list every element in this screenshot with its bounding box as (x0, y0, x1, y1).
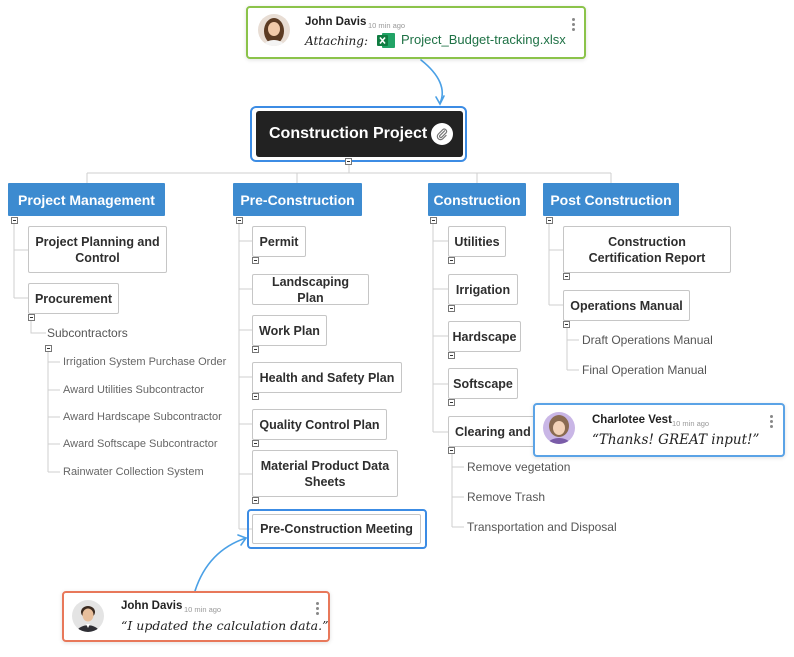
node-label: Permit (259, 234, 299, 249)
collapse-toggle-icon[interactable] (236, 217, 243, 224)
collapse-toggle-icon[interactable] (252, 497, 259, 504)
collapse-toggle-icon[interactable] (252, 393, 259, 400)
node-permit[interactable]: Permit (252, 226, 306, 257)
node-label: Softscape (453, 376, 513, 391)
subitem[interactable]: Draft Operations Manual (582, 333, 713, 347)
collapse-toggle-icon[interactable] (448, 257, 455, 264)
avatar (543, 412, 575, 444)
node-quality-control-plan[interactable]: Quality Control Plan (252, 409, 387, 440)
node-utilities[interactable]: Utilities (448, 226, 506, 257)
collapse-toggle-icon[interactable] (563, 321, 570, 328)
more-options-icon[interactable] (770, 415, 774, 430)
attachment-file-name[interactable]: Project_Budget-tracking.xlsx (401, 32, 566, 47)
collapse-toggle-icon[interactable] (448, 399, 455, 406)
root-selection-frame (250, 106, 467, 162)
more-options-icon[interactable] (572, 18, 576, 33)
node-label: Pre-Construction Meeting (260, 522, 413, 536)
node-project-planning[interactable]: Project Planning and Control (28, 226, 167, 273)
comment-author: John Davis (121, 600, 183, 612)
node-label: Material Product Data Sheets (260, 458, 390, 489)
collapse-toggle-icon[interactable] (252, 440, 259, 447)
subitem[interactable]: Final Operation Manual (582, 363, 707, 377)
collapse-toggle-icon[interactable] (45, 345, 52, 352)
node-subcontractors[interactable]: Subcontractors (47, 326, 128, 340)
subitem[interactable]: Rainwater Collection System (63, 466, 204, 478)
comment-time: 10 min ago (184, 605, 222, 614)
branch-title: Pre-Construction (240, 191, 355, 208)
comment-card-attachment[interactable]: John Davis 10 min ago Attaching: Project… (246, 6, 586, 59)
comment-card-john-bottom[interactable]: John Davis 10 min ago “I updated the cal… (62, 591, 330, 642)
branch-title: Construction (433, 191, 521, 208)
subitem[interactable]: Award Softscape Subcontractor (63, 438, 218, 450)
node-label: Operations Manual (570, 298, 683, 313)
collapse-toggle-icon[interactable] (345, 158, 352, 165)
excel-file-icon (377, 32, 395, 49)
subitem[interactable]: Irrigation System Purchase Order (63, 356, 227, 368)
node-label: Procurement (34, 291, 113, 306)
comment-time: 10 min ago (368, 21, 406, 30)
node-work-plan[interactable]: Work Plan (252, 315, 327, 346)
subitem[interactable]: Transportation and Disposal (467, 520, 617, 534)
more-options-icon[interactable] (316, 602, 320, 617)
branch-pre-construction[interactable]: Pre-Construction (233, 183, 362, 216)
node-landscaping-plan[interactable]: Landscaping Plan (252, 274, 369, 305)
node-label: Quality Control Plan (259, 417, 380, 432)
avatar (258, 14, 290, 46)
root-title: Construction Project (269, 125, 428, 142)
subitem[interactable]: Award Hardscape Subcontractor (63, 411, 222, 423)
collapse-toggle-icon[interactable] (448, 352, 455, 359)
collapse-toggle-icon[interactable] (448, 447, 455, 454)
node-operations-manual[interactable]: Operations Manual (563, 290, 690, 321)
node-softscape[interactable]: Softscape (448, 368, 518, 399)
avatar (72, 600, 104, 632)
subitem[interactable]: Award Utilities Subcontractor (63, 384, 205, 396)
collapse-toggle-icon[interactable] (448, 305, 455, 312)
collapse-toggle-icon[interactable] (546, 217, 553, 224)
node-label: Clearing and (455, 424, 531, 439)
node-irrigation[interactable]: Irrigation (448, 274, 518, 305)
comment-text: “I updated the calculation data.” (121, 618, 329, 633)
comment-time: 10 min ago (672, 419, 710, 428)
collapse-toggle-icon[interactable] (430, 217, 437, 224)
node-label: Project Planning and Control (35, 234, 160, 265)
node-label: Landscaping Plan (271, 274, 350, 305)
node-construction-certification[interactable]: Construction Certification Report (563, 226, 731, 273)
node-label: Hardscape (452, 329, 517, 344)
node-label: Construction Certification Report (588, 234, 706, 265)
collapse-toggle-icon[interactable] (252, 346, 259, 353)
node-label: Utilities (454, 234, 500, 249)
subitem[interactable]: Remove Trash (467, 490, 546, 504)
node-label: Work Plan (259, 323, 320, 338)
collapse-toggle-icon[interactable] (11, 217, 18, 224)
branch-post-construction[interactable]: Post Construction (543, 183, 679, 216)
node-pre-construction-meeting[interactable]: Pre-Construction Meeting (252, 514, 421, 544)
node-procurement[interactable]: Procurement (28, 283, 119, 314)
comment-card-charlotee[interactable]: Charlotee Vest 10 min ago “Thanks! GREAT… (533, 403, 785, 457)
comment-author: Charlotee Vest (592, 414, 672, 426)
attachment-icon[interactable] (431, 123, 453, 145)
comment-text: “Thanks! GREAT input!” (592, 432, 760, 448)
node-material-product-data-sheets[interactable]: Material Product Data Sheets (252, 450, 398, 497)
selection-frame (247, 509, 427, 549)
attaching-label: Attaching: (305, 34, 368, 48)
collapse-toggle-icon[interactable] (252, 257, 259, 264)
node-health-safety-plan[interactable]: Health and Safety Plan (252, 362, 402, 393)
branch-title: Project Management (18, 191, 155, 208)
subitem[interactable]: Remove vegetation (467, 460, 571, 474)
root-node[interactable]: Construction Project (256, 111, 463, 157)
node-label: Irrigation (455, 282, 511, 297)
collapse-toggle-icon[interactable] (28, 314, 35, 321)
node-hardscape[interactable]: Hardscape (448, 321, 521, 352)
branch-construction[interactable]: Construction (428, 183, 526, 216)
comment-author: John Davis (305, 16, 367, 28)
node-clearing[interactable]: Clearing and (448, 416, 548, 447)
branch-project-management[interactable]: Project Management (8, 183, 165, 216)
branch-title: Post Construction (550, 191, 672, 208)
node-label: Health and Safety Plan (259, 370, 395, 385)
collapse-toggle-icon[interactable] (563, 273, 570, 280)
